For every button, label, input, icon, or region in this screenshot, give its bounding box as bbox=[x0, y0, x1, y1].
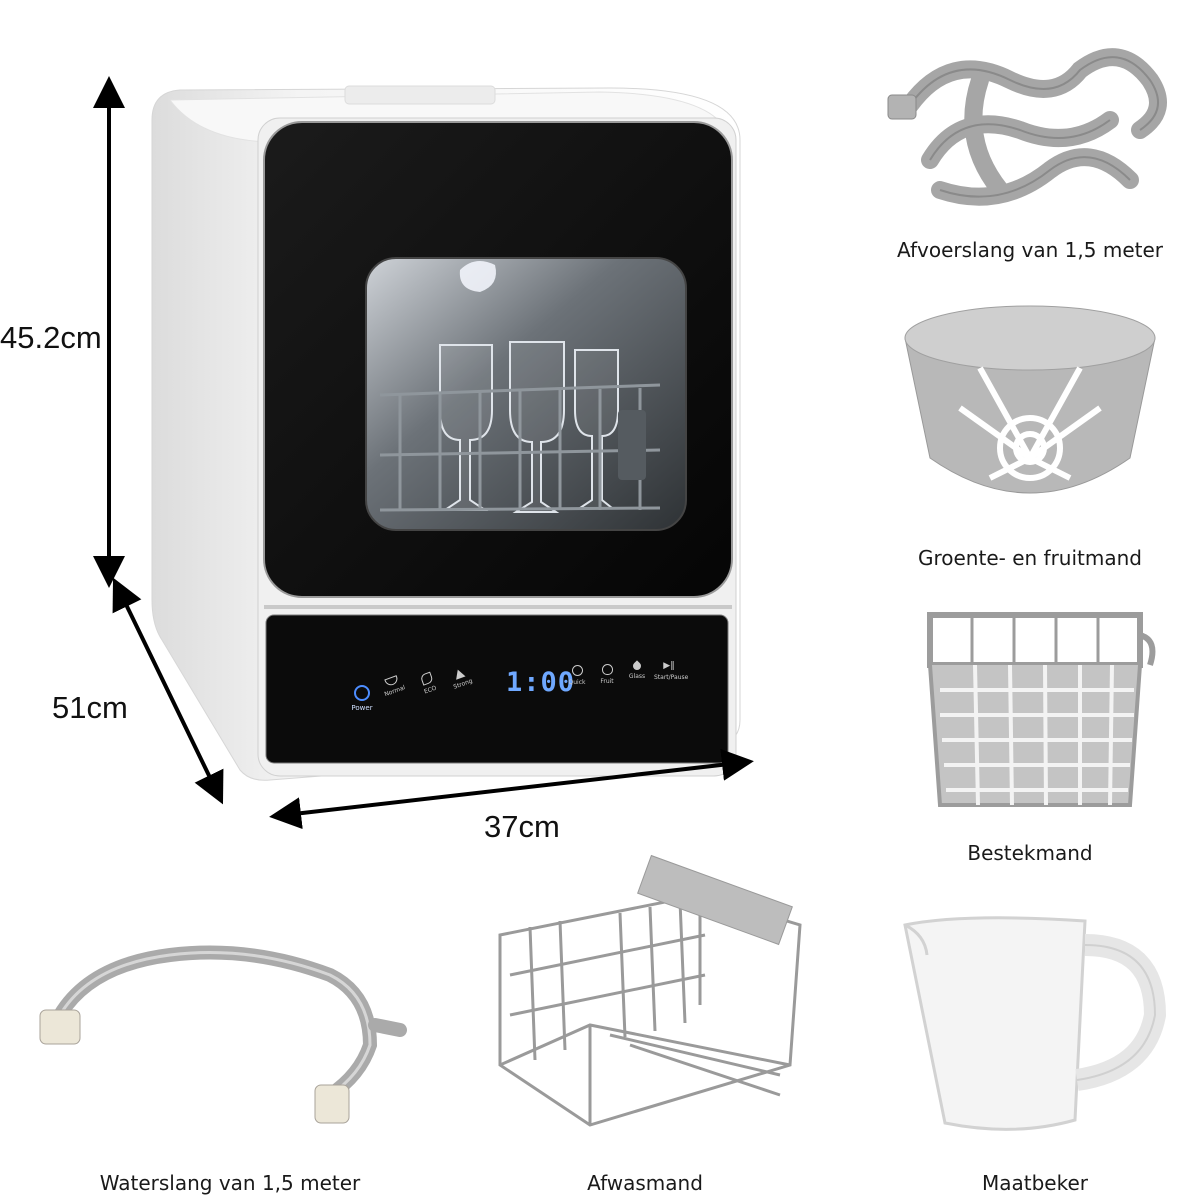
dish-rack-item: Afwasmand bbox=[480, 854, 810, 1195]
power-button[interactable]: Power bbox=[348, 685, 376, 712]
drain-hose-caption: Afvoerslang van 1,5 meter bbox=[896, 238, 1163, 262]
dishwasher-product-image bbox=[140, 80, 760, 800]
fruit-button-label: Fruit bbox=[600, 678, 614, 685]
measuring-cup-icon bbox=[903, 916, 1167, 1131]
coiled-hose-icon bbox=[887, 48, 1167, 206]
quick-button-label: Quick bbox=[568, 679, 586, 686]
glass-button[interactable]: Glass bbox=[624, 660, 650, 680]
water-hose-icon bbox=[39, 945, 407, 1124]
width-dimension-label: 37cm bbox=[484, 809, 560, 844]
start-pause-button[interactable]: ▶‖ Start/Pause bbox=[654, 661, 689, 681]
measuring-cup-caption: Maatbeker bbox=[981, 1171, 1088, 1195]
quick-icon bbox=[571, 665, 583, 676]
play-pause-icon: ▶‖ bbox=[663, 661, 675, 671]
measuring-cup-item: Maatbeker bbox=[895, 905, 1175, 1195]
inner-rack-icon bbox=[379, 383, 661, 512]
fruit-button[interactable]: Fruit bbox=[594, 664, 620, 685]
dishwasher-illustration bbox=[151, 85, 741, 781]
dish-rack-caption: Afwasmand bbox=[587, 1171, 703, 1195]
quick-button[interactable]: Quick bbox=[564, 665, 590, 686]
fruit-basket-caption: Groente- en fruitmand bbox=[917, 546, 1142, 570]
timer-display: 1:00 bbox=[506, 667, 576, 698]
strainer-basket-icon bbox=[904, 305, 1156, 494]
power-button-label: Power bbox=[351, 704, 373, 712]
dish-rack-icon bbox=[498, 854, 802, 1127]
power-icon bbox=[354, 685, 370, 701]
control-panel: Power Normal ECO Strong 1:00 Quick Fruit… bbox=[266, 615, 728, 763]
water-hose-item: Waterslang van 1,5 meter bbox=[30, 935, 407, 1195]
water-hose-caption: Waterslang van 1,5 meter bbox=[99, 1171, 361, 1195]
hose-connector-icon bbox=[39, 1009, 81, 1045]
cutlery-basket-icon bbox=[927, 612, 1156, 807]
fruit-basket-item: Groente- en fruitmand bbox=[890, 298, 1170, 578]
start-pause-button-label: Start/Pause bbox=[654, 674, 689, 681]
drain-hose-item: Afvoerslang van 1,5 meter bbox=[880, 40, 1180, 270]
depth-arrow bbox=[112, 577, 224, 805]
glass-button-label: Glass bbox=[628, 673, 646, 680]
height-dimension-label: 45.2cm bbox=[0, 320, 102, 355]
cutlery-basket-item: Bestekmand bbox=[900, 605, 1160, 875]
width-arrow bbox=[269, 748, 754, 830]
apple-icon bbox=[601, 664, 613, 675]
depth-dimension-label: 51cm bbox=[52, 690, 128, 725]
cutlery-basket-caption: Bestekmand bbox=[967, 841, 1093, 865]
